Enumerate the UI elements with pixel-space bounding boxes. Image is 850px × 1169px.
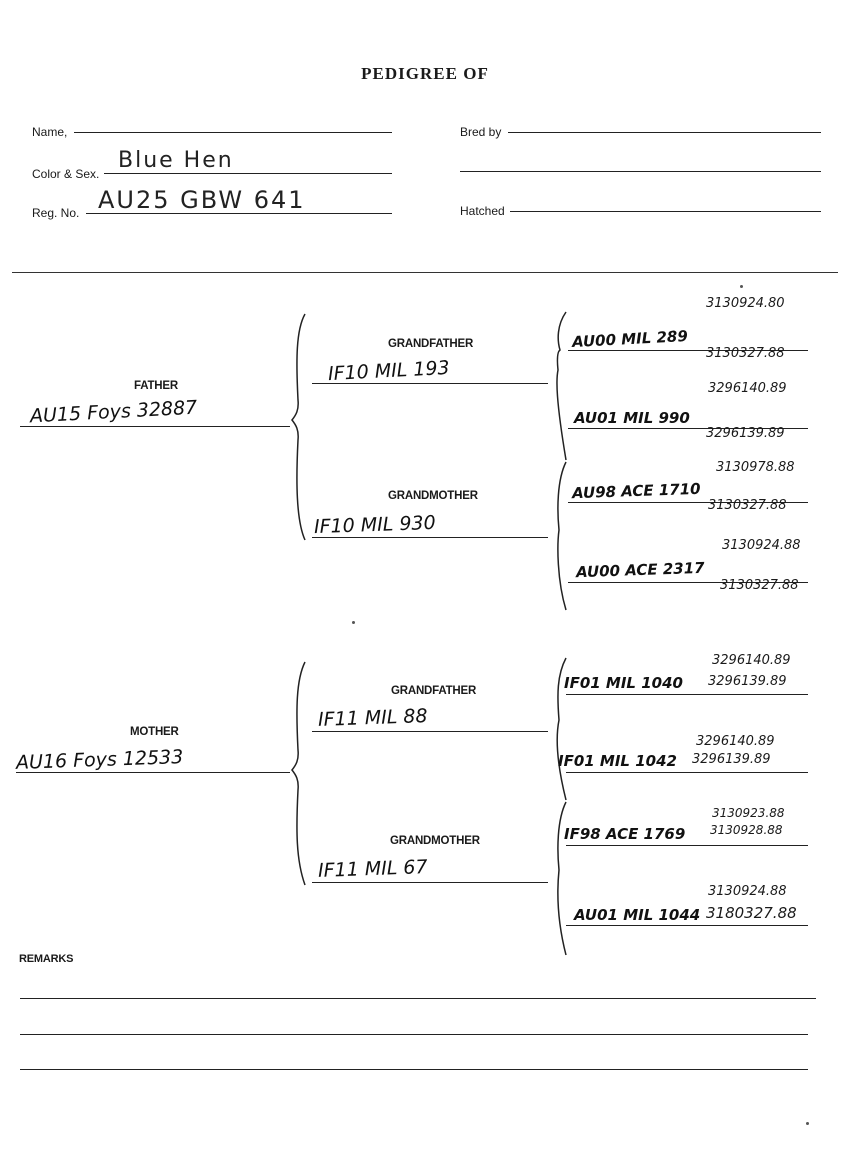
ggp-m3-line (566, 845, 808, 846)
ggp-m2-top: 3296140.89 (696, 734, 775, 749)
ggp-p3-bottom: 3130327.88 (708, 498, 787, 513)
ggp-p4-bottom: 3130327.88 (720, 578, 799, 593)
remarks-line-1[interactable] (20, 998, 816, 999)
ggp-m3-top: 3130923.88 (712, 806, 785, 820)
maternal-grandfather-label: GRANDFATHER (391, 685, 477, 697)
maternal-grandmother-line (312, 882, 548, 883)
ggp-p2-bottom: 3296139.89 (706, 426, 785, 441)
ggp-p4-line (568, 582, 808, 583)
color-sex-value: Blue Hen (118, 148, 234, 173)
paternal-grandfather-label: GRANDFATHER (388, 338, 474, 350)
ggp-m4-band: AU01 MIL 1044 (574, 906, 701, 924)
bred-by-label: Bred by (460, 125, 502, 139)
mother-label: MOTHER (130, 726, 179, 738)
color-sex-label: Color & Sex. (32, 167, 100, 181)
ggp-m1-top: 3296140.89 (712, 653, 791, 668)
speck (740, 285, 743, 288)
ggp-m2-bottom: 3296139.89 (692, 752, 771, 767)
reg-no-field[interactable] (86, 213, 392, 214)
bred-by-field-2[interactable] (460, 171, 821, 172)
color-sex-field[interactable] (104, 173, 392, 174)
paternal-grandmother-line (312, 537, 548, 538)
ggp-m1-bottom: 3296139.89 (708, 674, 787, 689)
remarks-line-3[interactable] (20, 1069, 808, 1070)
ggp-m2-band: IF01 MIL 1042 (558, 752, 677, 770)
paternal-grandfather-line (312, 383, 548, 384)
speck (352, 621, 355, 624)
mother-line (16, 772, 290, 773)
hatched-label: Hatched (460, 204, 505, 218)
bred-by-field[interactable] (508, 132, 821, 133)
page-title: PEDIGREE OF (361, 64, 489, 83)
remarks-label: REMARKS (19, 953, 74, 965)
reg-no-value: AU25 GBW 641 (98, 186, 306, 214)
paternal-grandmother-band: IF10 MIL 930 (313, 511, 436, 539)
ggp-m2-line (566, 772, 808, 773)
ggp-m4-top: 3130924.88 (708, 884, 787, 899)
ggp-p1-line (568, 350, 808, 351)
maternal-grandmother-band: IF11 MIL 67 (317, 856, 428, 882)
maternal-grandfather-band: IF11 MIL 88 (317, 705, 428, 731)
father-label: FATHER (134, 380, 178, 392)
ggp-p2-band: AU01 MIL 990 (574, 409, 690, 427)
speck (806, 1122, 809, 1125)
maternal-grandmother-label: GRANDMOTHER (390, 835, 480, 847)
ggp-p1-bottom: 3130327.88 (706, 346, 785, 361)
name-field[interactable] (74, 132, 392, 133)
ggp-m4-bottom: 3180327.88 (706, 904, 797, 922)
ggp-p1-top: 3130924.80 (706, 296, 785, 311)
reg-no-label: Reg. No. (32, 206, 80, 220)
paternal-grandmother-label: GRANDMOTHER (388, 490, 478, 502)
ggp-p2-line (568, 428, 808, 429)
maternal-grandfather-line (312, 731, 548, 732)
ggp-m1-band: IF01 MIL 1040 (564, 674, 683, 692)
hatched-field[interactable] (510, 211, 821, 212)
header-divider (12, 272, 838, 273)
ggp-m3-band: IF98 ACE 1769 (564, 825, 686, 843)
ggp-p2-top: 3296140.89 (708, 381, 787, 396)
ggp-m3-bottom: 3130928.88 (710, 823, 783, 837)
ggp-m4-line (566, 925, 808, 926)
name-label: Name, (32, 125, 68, 139)
ggp-p3-line (568, 502, 808, 503)
ggp-p3-top: 3130978.88 (716, 460, 795, 475)
ggp-m1-line (566, 694, 808, 695)
ggp-p4-top: 3130924.88 (722, 538, 801, 553)
father-line (20, 426, 290, 427)
remarks-line-2[interactable] (20, 1034, 808, 1035)
